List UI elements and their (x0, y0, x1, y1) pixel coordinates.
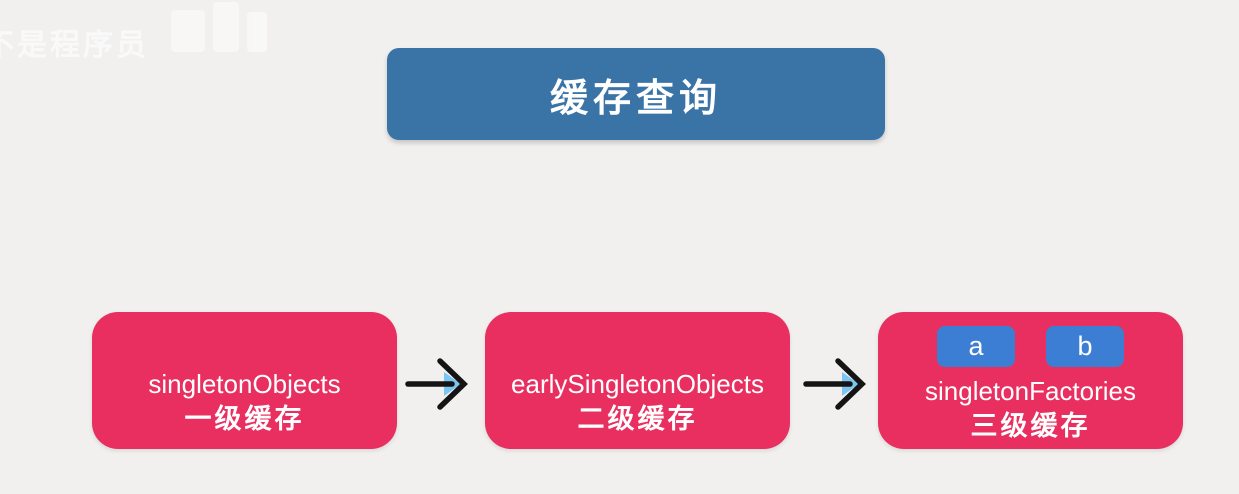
watermark-logo-icon (163, 2, 268, 54)
right-arrow-icon (405, 358, 468, 410)
node-level-label: 二级缓存 (577, 404, 698, 434)
cache-query-title-box: 缓存查询 (387, 48, 885, 140)
right-arrow-icon (803, 358, 866, 410)
node-level-label: 一级缓存 (184, 404, 305, 434)
node-name: singletonFactories (925, 376, 1136, 406)
factory-slot-b: b (1046, 326, 1124, 367)
factory-slot-row: a b (937, 326, 1124, 367)
cache-node-singleton-factories: a b singletonFactories 三级缓存 (878, 312, 1183, 449)
cache-node-singleton-objects: singletonObjects 一级缓存 (92, 312, 397, 449)
node-name: singletonObjects (148, 369, 341, 399)
node-level-label: 三级缓存 (970, 411, 1091, 441)
cache-query-title-label: 缓存查询 (549, 77, 722, 120)
cache-node-early-singleton-objects: earlySingletonObjects 二级缓存 (485, 312, 790, 449)
node-name: earlySingletonObjects (511, 369, 764, 399)
factory-slot-a: a (937, 326, 1015, 367)
watermark-text: 不是程序员 (0, 29, 149, 62)
